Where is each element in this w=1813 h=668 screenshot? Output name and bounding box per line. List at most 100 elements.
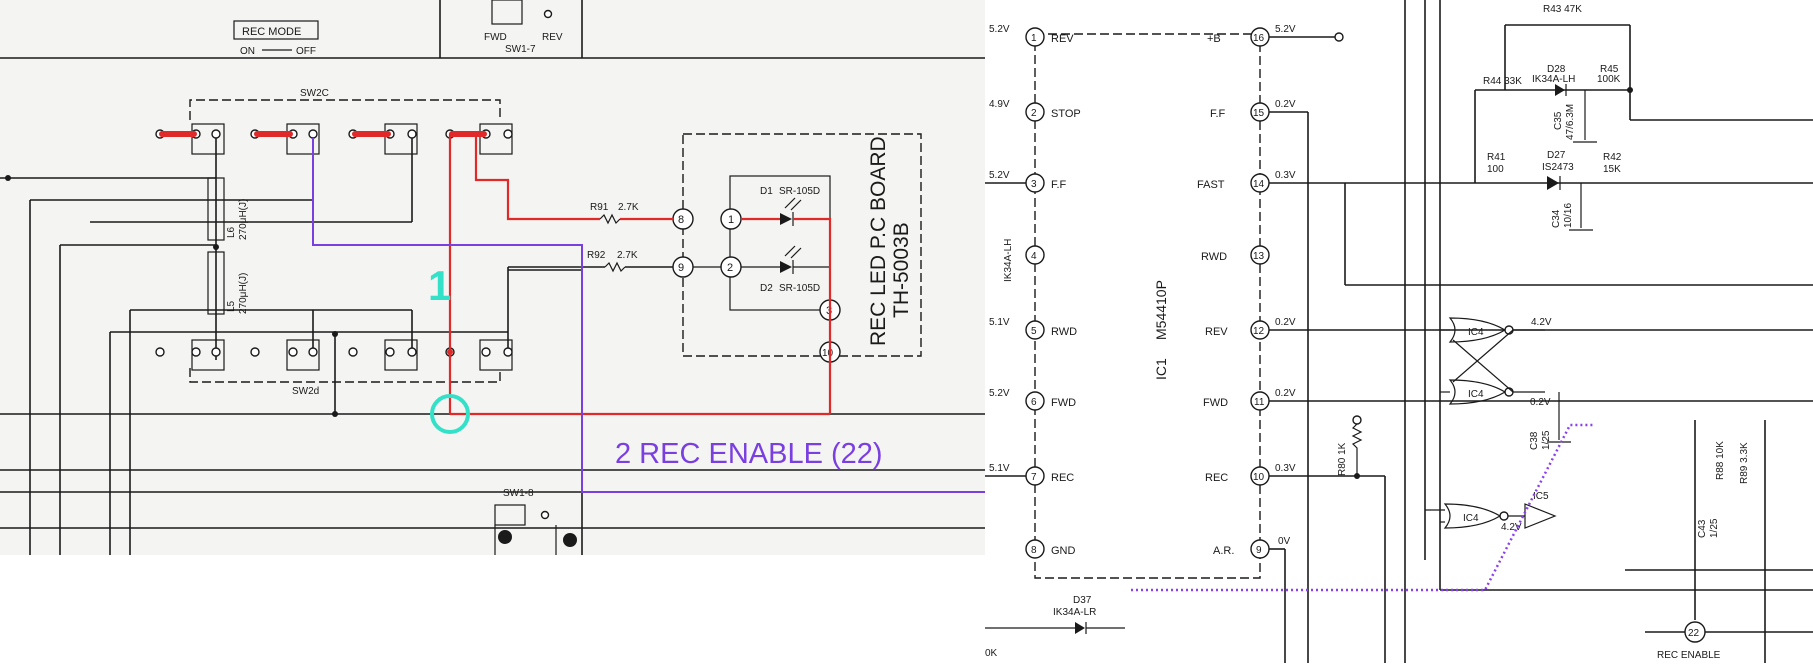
right-schematic: IC1 M54410P 1 2 3 4 5 6 7 8 REV STOP F.F… (985, 0, 1813, 663)
svg-text:5.2V: 5.2V (1275, 24, 1296, 35)
svg-text:4: 4 (1031, 251, 1037, 262)
d2-label: D2 (760, 283, 773, 294)
r41-label: R41 (1487, 152, 1506, 163)
svg-text:IC5: IC5 (1533, 491, 1549, 502)
top-switch-row (155, 123, 513, 155)
svg-text:0.2V: 0.2V (1530, 397, 1551, 408)
ic4-gates (1425, 317, 1557, 529)
inductor-l5 (207, 251, 225, 315)
r88-label: R88 10K (1715, 441, 1726, 480)
led-d2 (780, 245, 802, 274)
sw2c-label: SW2C (300, 88, 329, 99)
c38-label: C38 (1529, 431, 1540, 450)
svg-text:8: 8 (678, 214, 684, 226)
svg-text:RWD: RWD (1051, 326, 1077, 338)
svg-text:A.R.: A.R. (1213, 545, 1234, 557)
svg-text:10: 10 (1253, 472, 1265, 483)
purple-rec-enable-path (312, 138, 985, 493)
r80-symbol (1351, 423, 1363, 476)
svg-text:REV: REV (1051, 33, 1074, 45)
svg-text:5.2V: 5.2V (989, 388, 1010, 399)
ic1-box (1034, 33, 1261, 579)
c35-value: 47/6.3M (1565, 104, 1576, 140)
svg-text:3: 3 (1031, 179, 1037, 190)
svg-text:5: 5 (1031, 326, 1037, 337)
svg-text:IC4: IC4 (1463, 513, 1479, 524)
r45-value: 100K (1597, 74, 1621, 85)
svg-text:IC4: IC4 (1468, 327, 1484, 338)
sw17-fwd-label: FWD (484, 32, 507, 43)
svg-text:5.2V: 5.2V (989, 24, 1010, 35)
d2-part: SR-105D (779, 283, 820, 294)
sw17-rev-label: REV (542, 32, 563, 43)
annotation-2: 2 REC ENABLE (22) (615, 438, 883, 470)
svg-text:0V: 0V (1278, 536, 1291, 547)
d28-part: IK34A-LH (1532, 74, 1575, 85)
d1-label: D1 (760, 186, 773, 197)
l6-label: L6 (226, 226, 237, 238)
sw17-body (491, 0, 523, 25)
svg-text:4.2V: 4.2V (1501, 522, 1522, 533)
l6-value: 270μH(J) (238, 199, 249, 240)
r92-value: 2.7K (617, 250, 638, 261)
connector-label: REC ENABLE (1657, 650, 1721, 661)
svg-text:IC4: IC4 (1468, 389, 1484, 400)
d28-label: D28 (1547, 64, 1566, 75)
svg-text:7: 7 (1031, 472, 1037, 483)
led-d1 (780, 197, 802, 226)
left-schematic-panel: REC MODE ON OFF FWD REV SW1-7 SW2C (0, 0, 985, 555)
svg-text:0.2V: 0.2V (1275, 317, 1296, 328)
svg-text:13: 13 (1253, 251, 1265, 262)
svg-text:REC: REC (1205, 472, 1228, 484)
sw2d-linkage (189, 368, 501, 383)
sw2d-label: SW2d (292, 386, 319, 397)
c43-label: C43 (1697, 519, 1708, 538)
c34-value: 10/16 (1563, 203, 1574, 228)
l5-value: 270μH(J) (238, 273, 249, 314)
d1-part: SR-105D (779, 186, 820, 197)
svg-text:15: 15 (1253, 108, 1265, 119)
svg-text:4.2V: 4.2V (1531, 317, 1552, 328)
svg-text:5.1V: 5.1V (989, 317, 1010, 328)
d27-symbol (1547, 176, 1559, 190)
rec-mode-on: ON (240, 46, 255, 57)
svg-text:8: 8 (1031, 545, 1037, 556)
sw2c-linkage (189, 99, 501, 120)
svg-text:+B: +B (1207, 33, 1221, 45)
svg-text:5.1V: 5.1V (989, 463, 1010, 474)
svg-text:F.F: F.F (1210, 108, 1226, 120)
svg-text:REC: REC (1051, 472, 1074, 484)
rec-mode-label: REC MODE (242, 26, 301, 38)
svg-text:REV: REV (1205, 326, 1228, 338)
svg-text:0.3V: 0.3V (1275, 170, 1296, 181)
ic1-part: M54410P (1153, 280, 1169, 340)
bottom-left-text: 0K (985, 648, 998, 659)
d37-symbol (1075, 622, 1085, 634)
svg-text:12: 12 (1253, 326, 1265, 337)
left-schematic: REC MODE ON OFF FWD REV SW1-7 SW2C (0, 0, 985, 555)
svg-text:2: 2 (727, 262, 733, 274)
c43-value: 1/25 (1709, 518, 1720, 538)
svg-text:FAST: FAST (1197, 179, 1225, 191)
svg-text:2: 2 (1031, 108, 1037, 119)
svg-text:0.2V: 0.2V (1275, 388, 1296, 399)
svg-text:0.2V: 0.2V (1275, 99, 1296, 110)
r89-label: R89 3.3K (1739, 442, 1750, 484)
r92-label: R92 (587, 250, 606, 261)
r91-symbol (599, 213, 621, 225)
svg-text:6: 6 (1031, 397, 1037, 408)
r80-label: R80 1K (1337, 442, 1348, 476)
svg-text:16: 16 (1253, 33, 1265, 44)
svg-text:14: 14 (1253, 179, 1265, 190)
d27-part: IS2473 (1542, 162, 1574, 173)
rec-mode-box (233, 20, 319, 40)
d37-part: IK34A-LR (1053, 607, 1096, 618)
svg-text:4.9V: 4.9V (989, 99, 1010, 110)
right-schematic-panel: IC1 M54410P 1 2 3 4 5 6 7 8 REV STOP F.F… (985, 0, 1813, 663)
r91-value: 2.7K (618, 202, 639, 213)
bottom-switch-row (155, 339, 513, 371)
svg-text:1: 1 (1031, 33, 1037, 44)
svg-text:FWD: FWD (1203, 397, 1228, 409)
svg-text:22: 22 (1688, 628, 1700, 639)
svg-text:FWD: FWD (1051, 397, 1076, 409)
